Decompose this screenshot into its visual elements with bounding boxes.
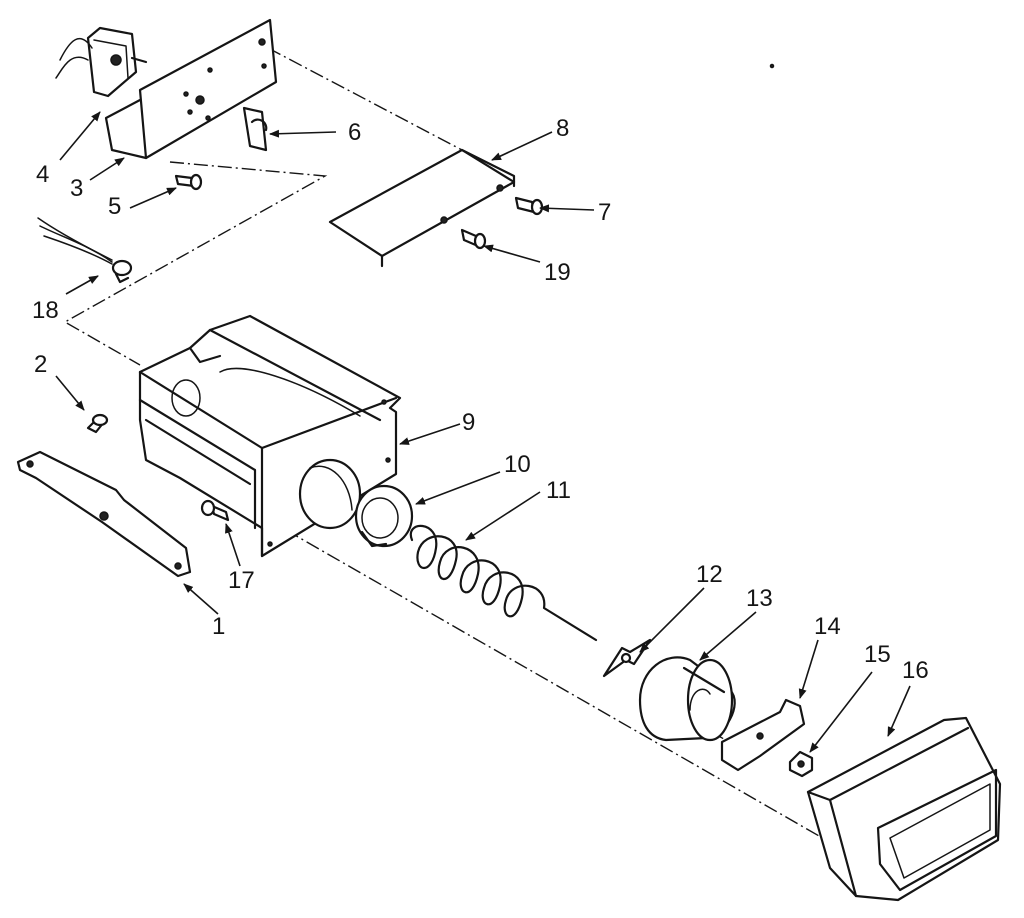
washer-part <box>602 638 652 678</box>
callout-5: 5 <box>108 193 121 220</box>
callout-16: 16 <box>902 657 929 684</box>
screw-2-part <box>86 413 109 434</box>
callout-labels: 1 2 3 4 5 6 7 8 9 10 11 12 13 14 15 16 1… <box>32 115 929 684</box>
screw-5-part <box>174 173 203 191</box>
front-cover-part <box>806 716 1002 902</box>
leader-lines <box>55 111 911 753</box>
callout-8: 8 <box>556 115 569 142</box>
callout-10: 10 <box>504 451 531 478</box>
callout-2: 2 <box>34 351 47 378</box>
callout-4: 4 <box>36 161 49 188</box>
callout-18: 18 <box>32 297 59 324</box>
callout-14: 14 <box>814 613 841 640</box>
bearing-part <box>354 484 414 548</box>
auger-spring-part <box>409 524 598 642</box>
callout-6: 6 <box>348 119 361 146</box>
screw-7-part <box>514 196 544 216</box>
callout-12: 12 <box>696 561 723 588</box>
callout-3: 3 <box>70 175 83 202</box>
wire-harness-part <box>37 217 133 284</box>
callout-11: 11 <box>546 477 571 504</box>
cover-plate-part <box>328 148 516 268</box>
bracket-bar-part <box>16 450 192 578</box>
housing-part <box>138 314 402 558</box>
mounting-plate-part <box>104 18 278 160</box>
bracket-14-part <box>720 698 806 772</box>
callout-7: 7 <box>598 199 611 226</box>
callout-1: 1 <box>212 613 225 640</box>
motor-part <box>55 26 148 98</box>
callout-9: 9 <box>462 409 475 436</box>
callout-13: 13 <box>746 585 773 612</box>
callout-17: 17 <box>228 567 255 594</box>
screw-17-part <box>200 499 230 522</box>
callout-19: 19 <box>544 259 571 286</box>
nut-part <box>788 750 814 778</box>
speck-mark <box>769 63 775 69</box>
cylinder-part <box>638 656 736 742</box>
clip-part <box>242 106 268 152</box>
callout-15: 15 <box>864 641 891 668</box>
screw-19-part <box>460 228 487 250</box>
